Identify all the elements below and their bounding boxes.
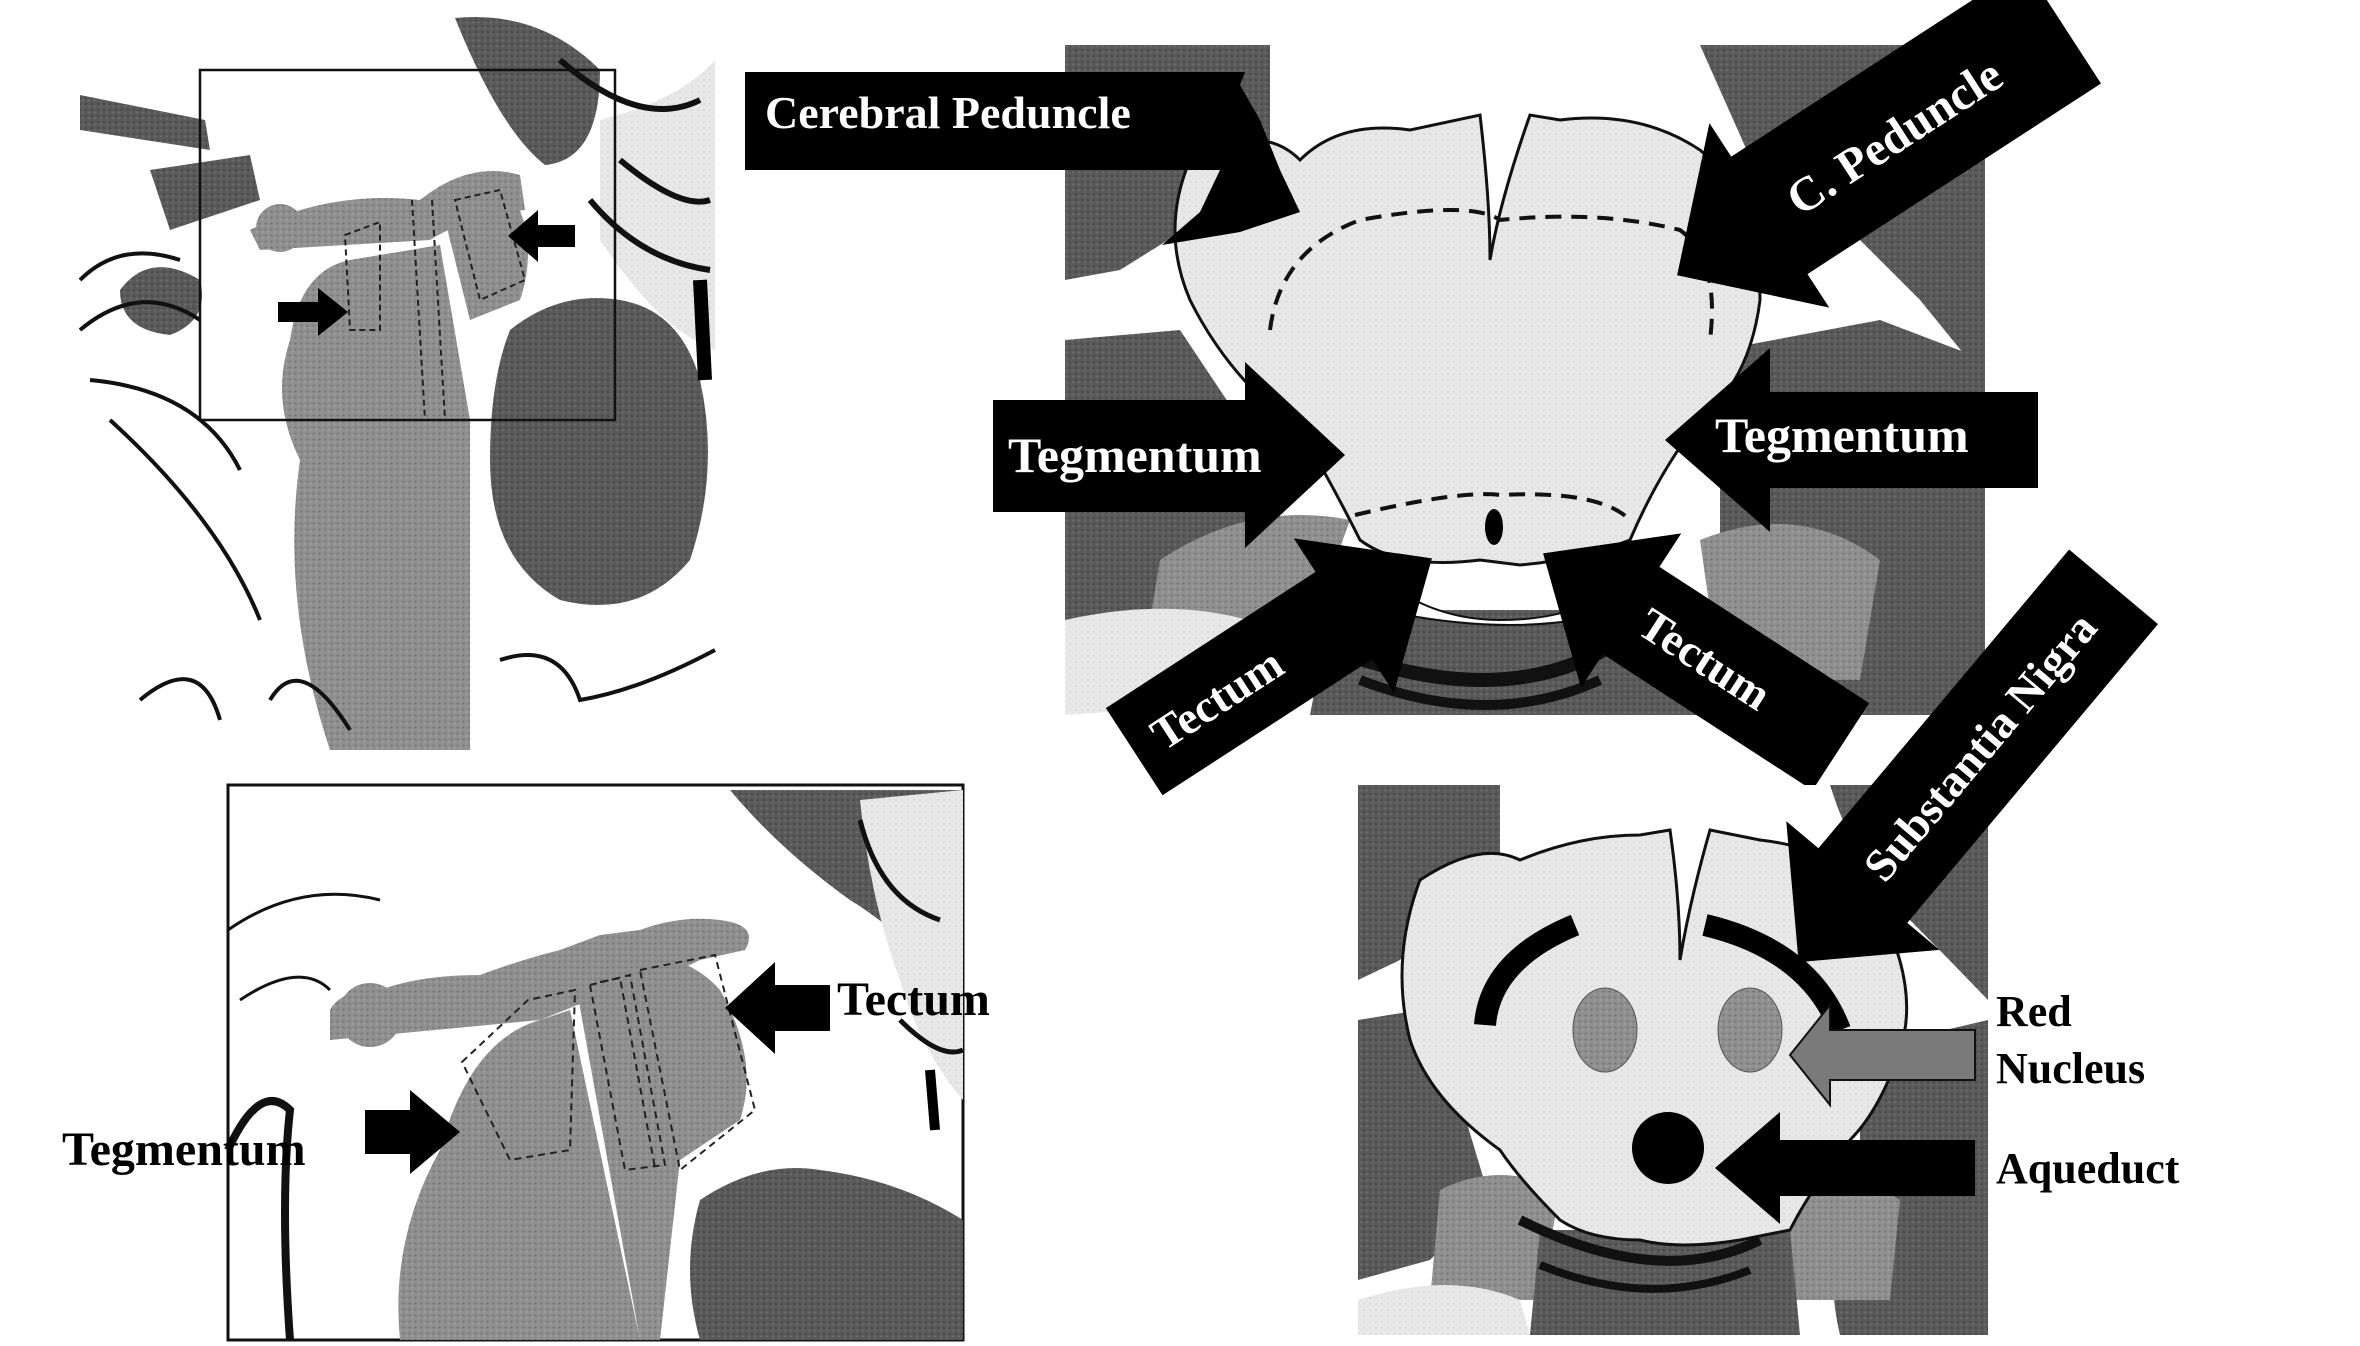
substantia-nigra-right: [1702, 914, 1851, 1035]
red-nucleus-left: [1572, 987, 1638, 1073]
tegmentum-outline: [460, 988, 577, 1162]
contour-line: [224, 1097, 295, 1341]
zoom-box: [198, 68, 617, 422]
aqueduct-text: Aqueduct: [1996, 1144, 2180, 1193]
tegmentum-left-text: Tegmentum: [1008, 427, 1262, 483]
arrow-tectum-left: [1105, 538, 1432, 796]
arrow-tegmentum-small: [278, 288, 348, 336]
label-cerebral-peduncle: Cerebral Peduncle: [745, 72, 1300, 245]
label-red-nucleus: Red Nucleus: [1788, 987, 2145, 1108]
tissue-shape: [120, 267, 202, 335]
colliculi-band: [1517, 1215, 1763, 1266]
nucleus-text: Nucleus: [1996, 1044, 2145, 1093]
label-tegmentum-right: Tegmentum: [1665, 348, 2038, 532]
tectum-sagittal-text: Tectum: [837, 973, 990, 1026]
contour-line: [78, 251, 352, 732]
colliculi-band: [1538, 1261, 1752, 1293]
arrow-substantia-nigra: [1786, 549, 2158, 963]
arrow-aqueduct: [1715, 1112, 1975, 1224]
contour-line: [925, 1069, 940, 1131]
arrow-red-nucleus: [1788, 1002, 1976, 1108]
tegmentum-outline: [343, 220, 381, 331]
cerebral-peduncle-text: Cerebral Peduncle: [765, 87, 1131, 138]
tegmentum-right-text: Tegmentum: [1715, 407, 1969, 463]
tissue-shape: [600, 60, 715, 350]
arrow-tegmentum-right: [1665, 348, 2038, 532]
tissue-shape: [1358, 1285, 1530, 1335]
aqueduct-mark: [1632, 1112, 1704, 1184]
tissue-shape: [610, 956, 747, 1340]
arrow-tectum-sagittal: [725, 962, 830, 1054]
aqueduct-mark: [1485, 509, 1503, 545]
tectum-boundary: [1354, 492, 1632, 522]
tissue-shape: [330, 918, 750, 1040]
substantia-nigra-left: [1474, 914, 1580, 1027]
tectum-outline: [638, 953, 757, 1172]
aqueduct-outline: [411, 199, 446, 421]
tissue-shape: [690, 1168, 963, 1340]
tissue-shape: [1430, 1175, 1560, 1300]
colliculi-band: [1358, 675, 1603, 710]
arrow-c-peduncle: [1677, 0, 2102, 308]
tegmentum-sagittal-text: Tegmentum: [62, 1123, 306, 1176]
sagittal-panel-top: [78, 17, 716, 750]
sagittal-panel-bottom: Tectum Tegmentum: [62, 783, 990, 1342]
arrow-tectum-small: [508, 210, 575, 262]
tissue-shape: [860, 790, 963, 1100]
contour-line: [227, 892, 381, 1002]
arrow-tegmentum-left: [993, 362, 1345, 548]
red-text: Red: [1996, 987, 2072, 1036]
contour-line: [857, 819, 964, 1055]
tissue-shape: [398, 1010, 640, 1340]
tissue-shape: [490, 298, 708, 605]
tectum-outline: [453, 188, 527, 302]
arrow-tectum-right: [1543, 533, 1870, 791]
label-tegmentum-left: Tegmentum: [993, 362, 1345, 548]
contour-line: [558, 57, 711, 273]
arrow-cerebral-peduncle: [745, 72, 1300, 245]
tissue-shape: [150, 155, 260, 230]
label-aqueduct: Aqueduct: [1715, 1112, 2180, 1224]
arrow-tegmentum-sagittal: [365, 1090, 460, 1174]
tissue-shape: [80, 95, 210, 150]
aqueduct-outline: [588, 973, 667, 1172]
tissue-shape: [455, 17, 600, 165]
red-nucleus-right: [1717, 987, 1783, 1073]
tissue-shape: [1780, 1173, 1900, 1300]
tissue-shape: [256, 204, 304, 252]
tissue-shape: [338, 983, 402, 1047]
tissue-shape: [440, 177, 528, 320]
contour-line: [499, 648, 716, 703]
contour-line: [693, 279, 712, 381]
